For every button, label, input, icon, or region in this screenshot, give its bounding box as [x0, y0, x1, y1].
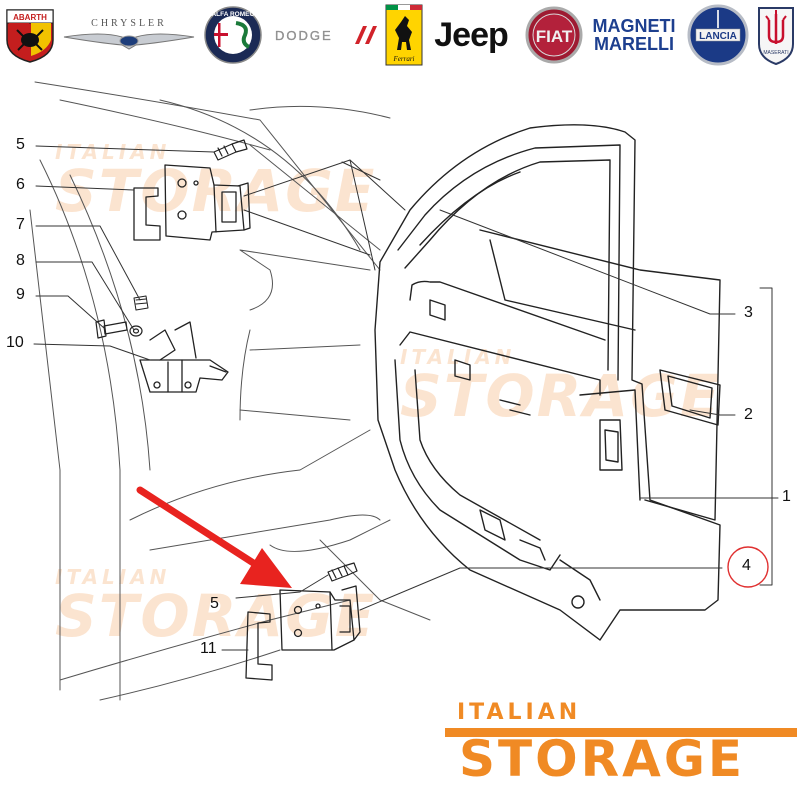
callout-8: 8 — [16, 252, 25, 269]
check-bolt-washer — [95, 319, 143, 339]
callout-5-upper: 5 — [16, 136, 25, 153]
door-assembly — [374, 124, 721, 641]
callout-6: 6 — [16, 176, 25, 193]
red-arrow — [136, 486, 292, 588]
abarth-label: ABARTH — [13, 13, 47, 22]
highlight-circle — [727, 546, 769, 588]
italian-storage-logo: ITALIAN STORAGE — [445, 700, 797, 795]
upper-hinge — [164, 164, 251, 241]
upper-hinge-screw — [213, 139, 248, 161]
jeep-logo: Jeep — [428, 6, 514, 64]
dodge-logo: DODGE — [270, 6, 378, 64]
lancia-logo: LANCIA — [686, 4, 750, 66]
callout-2: 2 — [744, 406, 753, 423]
magneti-marelli-logo: MAGNETI MARELLI — [588, 6, 680, 64]
maserati-logo: MASERATI — [754, 6, 798, 66]
leader-lines — [33, 145, 779, 651]
logo-bar — [445, 728, 797, 737]
lancia-label: LANCIA — [699, 31, 737, 42]
brand-logo-strip: ABARTH CHRYSLER ALFA ROMEO — [0, 0, 800, 70]
lower-hinge-shim — [245, 611, 273, 681]
alfa-romeo-label: ALFA ROMEO — [211, 11, 254, 18]
ferrari-logo: Ferrari — [384, 4, 424, 66]
callout-10: 10 — [6, 334, 24, 351]
ferrari-label: Ferrari — [393, 55, 415, 63]
callout-5-lower: 5 — [210, 595, 219, 612]
fiat-label: FIAT — [536, 27, 573, 46]
maserati-label: MASERATI — [763, 50, 788, 56]
alfa-romeo-logo: ALFA ROMEO — [202, 6, 264, 64]
door-check-strap — [139, 321, 229, 393]
check-pin-spring — [133, 295, 149, 311]
chrysler-logo: CHRYSLER — [62, 6, 196, 64]
callout-7: 7 — [16, 216, 25, 233]
car-body-outline — [29, 81, 431, 701]
callout-4: 4 — [742, 557, 751, 574]
abarth-logo: ABARTH — [2, 6, 58, 64]
logo-italian-text: ITALIAN — [457, 700, 582, 725]
dodge-label: DODGE — [275, 28, 333, 43]
upper-hinge-shim — [133, 187, 161, 241]
callout-1: 1 — [782, 488, 791, 505]
callout-9: 9 — [16, 286, 25, 303]
lower-hinge-screw — [327, 562, 358, 582]
magneti-marelli-label-line1: MAGNETI — [592, 16, 676, 36]
jeep-label: Jeep — [434, 15, 508, 54]
chrysler-label: CHRYSLER — [91, 18, 167, 29]
magneti-marelli-label-line2: MARELLI — [594, 34, 674, 54]
callout-3: 3 — [744, 304, 753, 321]
callout-11: 11 — [200, 640, 217, 657]
lower-hinge — [279, 585, 361, 651]
logo-storage-text: STORAGE — [459, 730, 746, 788]
fiat-logo: FIAT — [524, 6, 584, 64]
